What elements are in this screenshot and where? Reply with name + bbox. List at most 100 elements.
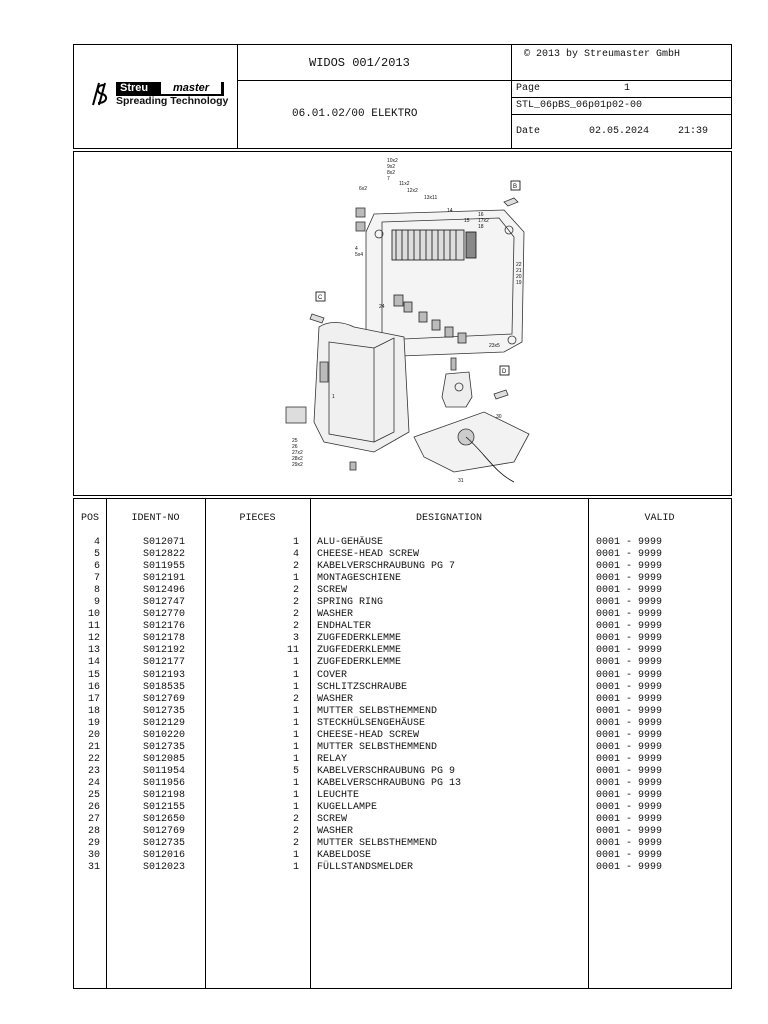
- logo-tagline: Spreading Technology: [116, 95, 229, 107]
- cell-pieces: 2: [292, 585, 299, 597]
- cell-valid: 0001 - 9999: [596, 862, 663, 874]
- cell-designation: KABELVERSCHRAUBUNG PG 13: [317, 777, 462, 789]
- cell-designation: SPRING RING: [317, 597, 384, 609]
- cell-designation: KABELVERSCHRAUBUNG PG 7: [317, 561, 456, 573]
- table-row: 23 S011954 5 KABELVERSCHRAUBUNG PG 9 0001 - …: [74, 766, 731, 778]
- cell-pieces: 1: [292, 537, 299, 548]
- cell-pos: 18: [87, 705, 100, 717]
- document-header: Streu master Spreading Technology WIDOS …: [73, 44, 732, 149]
- column-divider: [205, 499, 206, 988]
- cell-designation: FÜLLSTANDSMELDER: [317, 862, 414, 874]
- cell-ident-no: S018535: [143, 681, 186, 693]
- cell-pos: 24: [87, 777, 100, 789]
- cell-pieces: 2: [292, 561, 299, 573]
- cell-designation: MUTTER SELBSTHEMMEND: [317, 741, 438, 753]
- cell-pos: 5: [93, 549, 100, 561]
- cell-valid: 0001 - 9999: [596, 597, 663, 609]
- date-label: Date: [516, 126, 541, 137]
- svg-text:16: 16: [478, 212, 484, 218]
- document-title: WIDOS 001/2013: [309, 56, 410, 70]
- cell-valid: 0001 - 9999: [596, 826, 663, 838]
- cell-pieces: 4: [292, 549, 299, 561]
- svg-text:25: 25: [292, 438, 298, 444]
- cell-ident-no: S012735: [143, 705, 186, 717]
- cell-designation: KUGELLAMPE: [317, 802, 378, 814]
- header-title-divider: [237, 80, 731, 81]
- cell-pos: 23: [87, 765, 100, 777]
- svg-text:8x2: 8x2: [387, 170, 395, 176]
- cell-ident-no: S011954: [143, 765, 186, 777]
- cell-designation: SCHLITZSCHRAUBE: [317, 681, 408, 693]
- cell-designation: KABELVERSCHRAUBUNG PG 9: [317, 765, 456, 777]
- cell-pieces: 2: [292, 621, 299, 633]
- cell-pos: 22: [87, 753, 100, 765]
- company-logo: Streu master Spreading Technology: [90, 81, 230, 111]
- header-divider-right: [511, 45, 512, 148]
- svg-text:22: 22: [516, 262, 522, 268]
- svg-text:4: 4: [355, 246, 358, 252]
- cell-valid: 0001 - 9999: [596, 850, 663, 862]
- header-page-divider: [511, 97, 731, 98]
- svg-text:11x2: 11x2: [399, 181, 410, 187]
- cell-valid: 0001 - 9999: [596, 609, 663, 621]
- cell-ident-no: S012769: [143, 826, 186, 838]
- cell-valid: 0001 - 9999: [596, 669, 663, 681]
- header-pieces: PIECES: [239, 513, 276, 524]
- cell-ident-no: S012178: [143, 633, 186, 645]
- cell-pieces: 1: [292, 777, 299, 789]
- svg-text:18: 18: [478, 224, 484, 230]
- cell-ident-no: S012496: [143, 585, 186, 597]
- cell-valid: 0001 - 9999: [596, 657, 663, 669]
- svg-text:23x5: 23x5: [489, 343, 500, 349]
- cell-pieces: 5: [292, 765, 299, 777]
- svg-text:D: D: [502, 369, 507, 375]
- cell-pos: 7: [93, 573, 100, 585]
- cell-pieces: 1: [292, 789, 299, 801]
- cell-designation: ZUGFEDERKLEMME: [317, 645, 402, 657]
- cell-pieces: 1: [292, 802, 299, 814]
- cell-ident-no: S011956: [143, 777, 186, 789]
- svg-text:7: 7: [387, 176, 390, 182]
- cell-pos: 28: [87, 826, 100, 838]
- cell-designation: MONTAGESCHIENE: [317, 573, 402, 585]
- cell-pos: 31: [87, 862, 100, 874]
- svg-text:1: 1: [332, 394, 335, 400]
- svg-text:26: 26: [292, 444, 298, 450]
- cell-valid: 0001 - 9999: [596, 765, 663, 777]
- svg-text:9x2: 9x2: [387, 164, 395, 170]
- cell-ident-no: S012085: [143, 753, 186, 765]
- cell-valid: 0001 - 9999: [596, 753, 663, 765]
- time-value: 21:39: [678, 126, 709, 137]
- cell-ident-no: S010220: [143, 729, 186, 741]
- cell-pieces: 1: [292, 729, 299, 741]
- svg-text:28x2: 28x2: [292, 456, 303, 462]
- cell-valid: 0001 - 9999: [596, 573, 663, 585]
- header-designation: DESIGNATION: [415, 513, 482, 524]
- cell-pos: 21: [87, 741, 100, 753]
- cell-designation: WASHER: [317, 693, 354, 705]
- svg-text:24: 24: [379, 304, 385, 310]
- cell-designation: SCREW: [317, 814, 348, 826]
- cell-pos: 27: [87, 814, 100, 826]
- cell-ident-no: S012747: [143, 597, 186, 609]
- cell-ident-no: S012198: [143, 789, 186, 801]
- header-divider-left: [237, 45, 238, 148]
- svg-text:15: 15: [464, 218, 470, 224]
- svg-text:10x2: 10x2: [387, 158, 398, 164]
- copyright-notice: © 2013 by Streumaster GmbH: [524, 49, 681, 60]
- date-value: 02.05.2024: [589, 126, 650, 137]
- header-ident-no: IDENT-NO: [131, 513, 180, 524]
